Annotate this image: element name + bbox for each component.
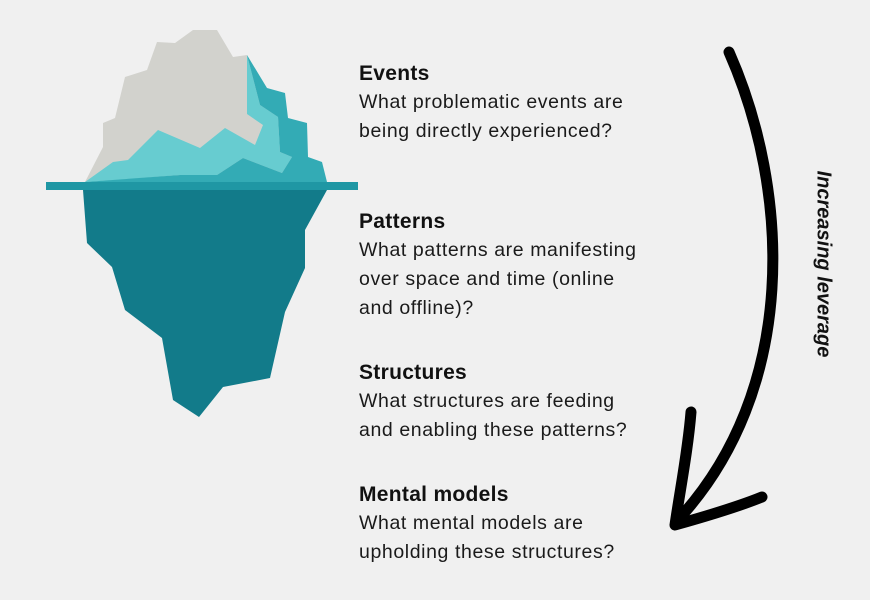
level-text: What patterns are manifesting: [359, 239, 637, 261]
level-text: What problematic events are: [359, 91, 624, 113]
level-events: Events What problematic events are being…: [359, 60, 623, 146]
level-structures: Structures What structures are feeding a…: [359, 359, 627, 445]
arrow-head: [669, 406, 768, 531]
level-title: Events: [359, 62, 430, 85]
level-text: and enabling these patterns?: [359, 419, 628, 441]
iceberg-top-mid: [85, 55, 327, 182]
iceberg-top-light: [85, 55, 292, 182]
level-text: over space and time (online: [359, 268, 615, 290]
level-title: Structures: [359, 361, 468, 384]
level-text: What structures are feeding: [359, 390, 615, 412]
level-title: Mental models: [359, 483, 509, 506]
level-title: Patterns: [359, 210, 446, 233]
waterline: [46, 182, 358, 190]
level-mental-models: Mental models What mental models are uph…: [359, 481, 615, 567]
iceberg-underwater: [83, 190, 327, 417]
arrow-label: Increasing leverage: [812, 170, 835, 358]
level-patterns: Patterns What patterns are manifesting o…: [359, 208, 637, 323]
arrow-shaft: [670, 46, 779, 528]
level-text: What mental models are: [359, 512, 584, 534]
level-text: upholding these structures?: [359, 541, 615, 563]
level-text: being directly experienced?: [359, 120, 613, 142]
level-text: and offline)?: [359, 297, 474, 319]
